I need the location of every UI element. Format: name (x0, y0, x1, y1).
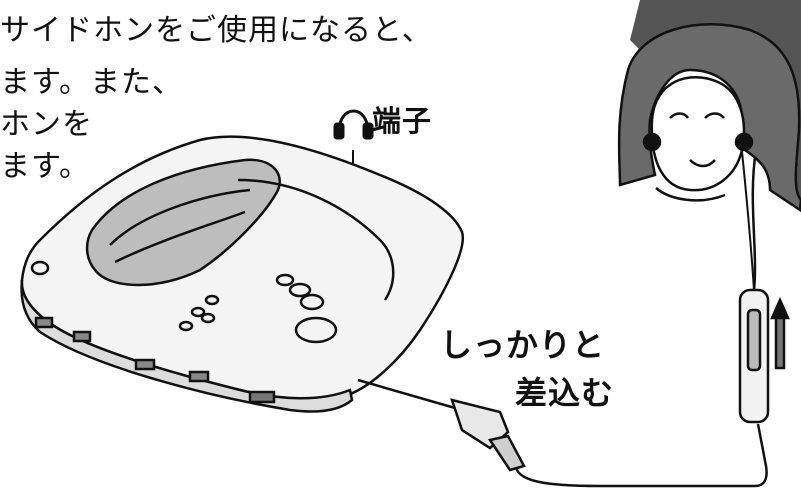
instruction-line-2: ます。また、 (0, 65, 183, 100)
listener-illustration (617, 0, 801, 213)
instruction-line-3: ホンを (0, 107, 93, 142)
cd-player (20, 135, 465, 413)
headphone-plug (357, 378, 526, 472)
instruction-line-1: サイドホンをご使用になると、 (0, 13, 433, 48)
instruction-line-4: ます。 (0, 149, 90, 184)
insert-firmly-label-2: 差込む (515, 374, 615, 412)
headphone-icon (333, 109, 374, 140)
insert-firmly-label-1: しっかりと (440, 326, 606, 364)
terminal-label: 端子 (372, 104, 433, 138)
headphone-cable (514, 423, 768, 488)
cable-remote (738, 288, 790, 424)
